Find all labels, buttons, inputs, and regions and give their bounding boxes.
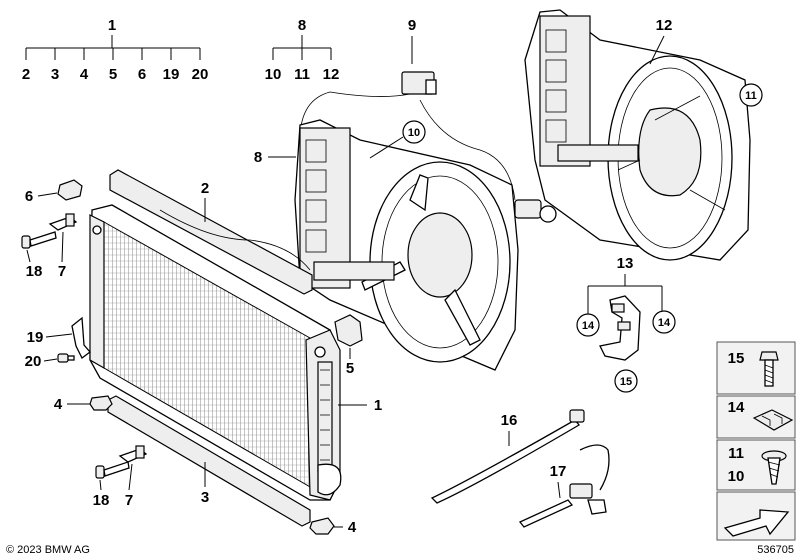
radiator bbox=[89, 204, 342, 501]
arrow-icon bbox=[723, 509, 790, 537]
legend-label-10: 10 bbox=[728, 468, 745, 485]
clip-icon bbox=[752, 409, 794, 431]
bracket-13 bbox=[599, 295, 641, 361]
label-8-child-12: 12 bbox=[323, 66, 340, 83]
label-18-bottom: 18 bbox=[93, 492, 110, 509]
label-8-child-10: 10 bbox=[265, 66, 282, 83]
label-1: 1 bbox=[108, 17, 116, 34]
grommet-6 bbox=[57, 179, 83, 201]
seal-strip-top bbox=[109, 169, 313, 295]
legend-box-self-tapping-screw: 11 10 bbox=[716, 439, 796, 491]
legend-box-clip: 14 bbox=[716, 395, 796, 439]
label-1-child-2: 2 bbox=[22, 66, 30, 83]
label-17: 17 bbox=[550, 463, 567, 480]
label-4-bottom: 4 bbox=[348, 519, 357, 536]
label-1-side: 1 bbox=[374, 397, 382, 414]
label-18-top: 18 bbox=[26, 263, 43, 280]
label-9: 9 bbox=[408, 17, 416, 34]
circled-label-15: 15 bbox=[614, 369, 638, 393]
copyright: © 2023 BMW AG bbox=[6, 544, 90, 556]
label-7-top: 7 bbox=[58, 263, 66, 280]
nut-7-bottom bbox=[118, 445, 148, 463]
label-16: 16 bbox=[501, 412, 518, 429]
label-4-top: 4 bbox=[54, 396, 63, 413]
label-1-child-20: 20 bbox=[192, 66, 209, 83]
label-12: 12 bbox=[656, 17, 673, 34]
diagram-number: 536705 bbox=[757, 544, 794, 556]
label-20: 20 bbox=[25, 353, 42, 370]
label-8-side: 8 bbox=[254, 149, 262, 166]
bearing-bush bbox=[334, 314, 363, 347]
label-1-child-19: 19 bbox=[163, 66, 180, 83]
fan-shroud-upper bbox=[524, 9, 751, 261]
label-1-child-4: 4 bbox=[80, 66, 89, 83]
screw-icon bbox=[759, 351, 779, 387]
label-8-child-11: 11 bbox=[294, 66, 310, 83]
circled-label-14-right: 14 bbox=[652, 310, 676, 334]
rubber-mount-4-top bbox=[89, 395, 113, 411]
svg-text:14: 14 bbox=[582, 320, 595, 332]
nut-7-top bbox=[48, 213, 78, 231]
fan-connector bbox=[514, 199, 557, 223]
label-8: 8 bbox=[298, 17, 306, 34]
legend-label-11: 11 bbox=[728, 445, 744, 462]
legend-label-15: 15 bbox=[728, 350, 745, 367]
svg-text:11: 11 bbox=[745, 90, 757, 102]
label-5: 5 bbox=[346, 360, 354, 377]
svg-text:14: 14 bbox=[658, 317, 671, 329]
svg-text:10: 10 bbox=[408, 127, 420, 139]
label-3: 3 bbox=[201, 489, 209, 506]
bolt-18-top bbox=[21, 231, 57, 249]
bolt-18-bottom bbox=[95, 461, 130, 479]
label-19: 19 bbox=[27, 329, 44, 346]
svg-text:15: 15 bbox=[620, 376, 632, 388]
fan-shroud-main bbox=[294, 119, 519, 371]
self-tapping-screw-icon bbox=[761, 450, 787, 485]
seal-strip-bottom bbox=[107, 395, 311, 527]
relay bbox=[401, 71, 437, 95]
cable-clip-17 bbox=[518, 444, 610, 528]
clip-20 bbox=[57, 353, 75, 363]
label-7-bottom: 7 bbox=[125, 492, 133, 509]
legend-label-14: 14 bbox=[728, 399, 745, 416]
callout-group-8: 8 10 11 12 bbox=[265, 17, 340, 83]
label-2: 2 bbox=[201, 180, 209, 197]
cable-tie-16 bbox=[430, 409, 585, 504]
label-6: 6 bbox=[25, 188, 33, 205]
callout-group-1: 1 2 3 4 5 6 19 20 bbox=[22, 17, 209, 83]
circled-label-14-left: 14 bbox=[576, 313, 600, 337]
bracket-19 bbox=[71, 316, 91, 359]
circled-label-10: 10 bbox=[402, 120, 426, 144]
rubber-mount-4-bottom bbox=[309, 517, 335, 535]
label-13: 13 bbox=[617, 255, 634, 272]
legend-box-screw: 15 bbox=[716, 341, 796, 395]
label-1-child-5: 5 bbox=[109, 66, 117, 83]
circled-label-11: 11 bbox=[739, 83, 763, 107]
legend-box-arrow bbox=[716, 491, 796, 541]
label-1-child-6: 6 bbox=[138, 66, 146, 83]
label-1-child-3: 3 bbox=[51, 66, 59, 83]
